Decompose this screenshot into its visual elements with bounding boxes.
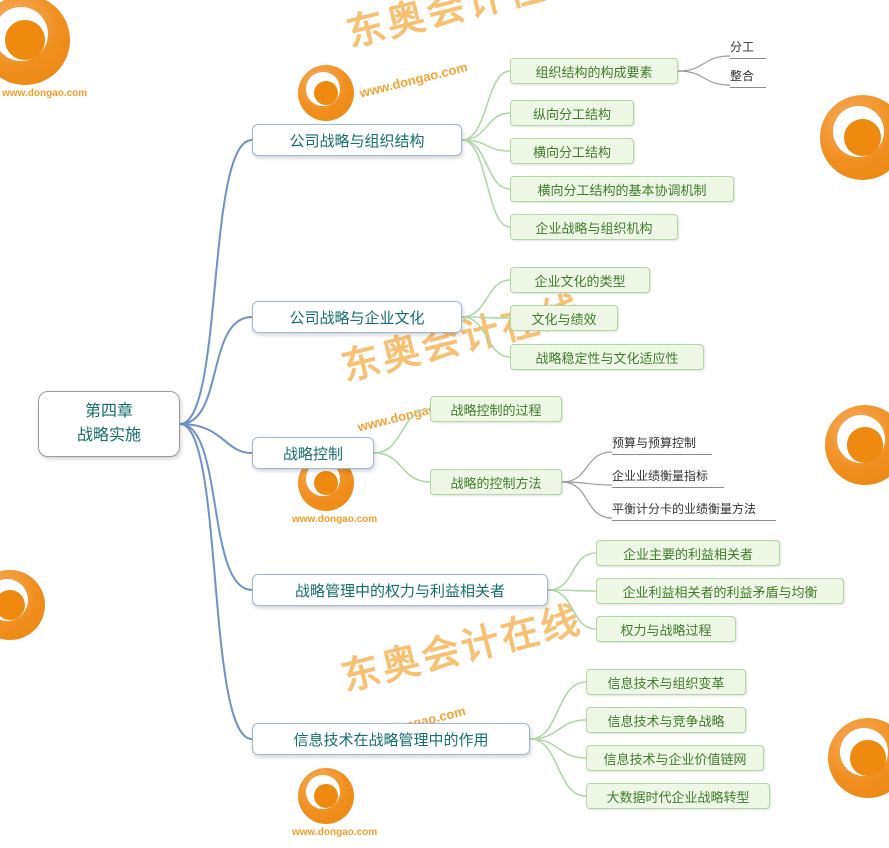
node-leaf-4-3[interactable]: 权力与战略过程 bbox=[596, 616, 736, 642]
node-leaf-4-2[interactable]: 企业利益相关者的利益矛盾与均衡 bbox=[596, 578, 844, 604]
connector-b2-leaf-3 bbox=[461, 316, 511, 358]
node-leaf-1-2[interactable]: 纵向分工结构 bbox=[510, 100, 634, 126]
node-branch-3[interactable]: 战略控制 bbox=[252, 437, 374, 469]
node-leaf-2-2[interactable]: 文化与绩效 bbox=[510, 305, 618, 331]
dongao-logo-watermark bbox=[298, 768, 354, 824]
connector-root-branch-1 bbox=[179, 139, 253, 425]
dongao-logo-watermark bbox=[298, 65, 354, 121]
connector-b3l2-sub-3 bbox=[561, 481, 613, 519]
connector-b4-leaf-3 bbox=[547, 589, 597, 630]
connector-b3-leaf-1 bbox=[373, 408, 431, 454]
connector-root-branch-5 bbox=[179, 423, 253, 740]
dongao-logo-watermark bbox=[820, 95, 889, 180]
connector-b1-leaf-4 bbox=[461, 139, 511, 190]
connector-b5-leaf-3 bbox=[529, 738, 587, 759]
node-leaf-1-1[interactable]: 组织结构的构成要素 bbox=[510, 58, 678, 84]
node-branch-5[interactable]: 信息技术在战略管理中的作用 bbox=[252, 723, 530, 755]
connector-b4-leaf-1 bbox=[547, 552, 597, 591]
connector-b5-leaf-2 bbox=[529, 719, 587, 740]
dongao-logo-watermark bbox=[825, 405, 889, 485]
dongao-logo-watermark bbox=[0, 0, 70, 85]
node-leaf-2-3[interactable]: 战略稳定性与文化适应性 bbox=[510, 344, 704, 370]
node-branch-2[interactable]: 公司战略与企业文化 bbox=[252, 301, 462, 333]
node-subleaf-1-1-1[interactable]: 分工 bbox=[730, 38, 766, 59]
node-leaf-2-1[interactable]: 企业文化的类型 bbox=[510, 267, 650, 293]
node-leaf-5-3[interactable]: 信息技术与企业价值链网 bbox=[586, 745, 764, 771]
node-leaf-5-1[interactable]: 信息技术与组织变革 bbox=[586, 669, 746, 695]
connector-b3-leaf-2 bbox=[373, 452, 431, 483]
node-subleaf-3-2-2[interactable]: 企业业绩衡量指标 bbox=[612, 467, 724, 488]
node-leaf-5-2[interactable]: 信息技术与竞争战略 bbox=[586, 707, 746, 733]
connector-b1-leaf-1 bbox=[461, 70, 511, 141]
root-title-line2: 战略实施 bbox=[76, 427, 141, 444]
node-branch-4[interactable]: 战略管理中的权力与利益相关者 bbox=[252, 574, 548, 606]
connector-b2-leaf-1 bbox=[461, 279, 511, 318]
connector-root-branch-3 bbox=[179, 423, 253, 454]
connector-b5-leaf-1 bbox=[529, 681, 587, 740]
connector-b5-leaf-4 bbox=[529, 738, 587, 797]
node-leaf-3-2[interactable]: 战略的控制方法 bbox=[430, 469, 562, 495]
connector-b1-leaf-5 bbox=[461, 139, 511, 228]
node-branch-1[interactable]: 公司战略与组织结构 bbox=[252, 124, 462, 156]
connector-root-branch-2 bbox=[179, 316, 253, 425]
node-leaf-5-4[interactable]: 大数据时代企业战略转型 bbox=[586, 783, 770, 809]
connector-root-branch-4 bbox=[179, 423, 253, 591]
node-leaf-1-4[interactable]: 横向分工结构的基本协调机制 bbox=[510, 176, 734, 202]
root-node-chapter-4[interactable]: 第四章 战略实施 bbox=[38, 391, 180, 457]
dongao-logo-watermark bbox=[828, 718, 889, 798]
node-subleaf-1-1-2[interactable]: 整合 bbox=[730, 67, 766, 88]
node-subleaf-3-2-1[interactable]: 预算与预算控制 bbox=[612, 434, 712, 455]
node-leaf-1-5[interactable]: 企业战略与组织机构 bbox=[510, 214, 678, 240]
connector-b1l1-sub-2 bbox=[677, 70, 731, 86]
node-leaf-3-1[interactable]: 战略控制的过程 bbox=[430, 396, 562, 422]
node-leaf-4-1[interactable]: 企业主要的利益相关者 bbox=[596, 540, 780, 566]
connector-b3l2-sub-1 bbox=[561, 451, 613, 483]
connector-b1l1-sub-1 bbox=[677, 55, 731, 72]
node-leaf-1-3[interactable]: 横向分工结构 bbox=[510, 138, 634, 164]
node-subleaf-3-2-3[interactable]: 平衡计分卡的业绩衡量方法 bbox=[612, 500, 776, 521]
root-title-line1: 第四章 bbox=[84, 403, 133, 420]
connector-b1-leaf-2 bbox=[461, 112, 511, 141]
